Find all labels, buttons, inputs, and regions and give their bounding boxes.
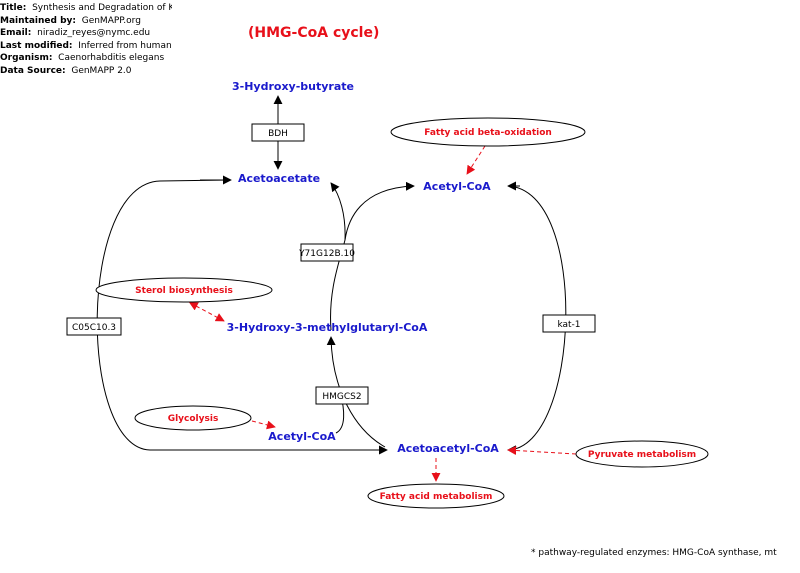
edge-c05c10-left-loop	[96, 179, 388, 455]
pathway-fatty-acid-metabolism[interactable]: Fatty acid metabolism	[367, 483, 505, 509]
pathway-glycolysis[interactable]: Glycolysis	[134, 405, 252, 431]
info-source-row: Data Source: GenMAPP 2.0	[0, 65, 132, 76]
edge-acetoacetyl-to-hmg	[326, 336, 386, 448]
pathway-label-glycolysis: Glycolysis	[168, 414, 219, 424]
pathway-label-fatty-acid: Fatty acid metabolism	[380, 492, 493, 502]
info-panel: Title: Synthesis and Degradation of Keto…	[0, 2, 172, 77]
pathway-sterol-biosynthesis[interactable]: Sterol biosynthesis	[95, 277, 273, 303]
gene-label-hmgcs2: HMGCS2	[322, 392, 361, 402]
edge-sterol-to-hmg	[188, 302, 225, 322]
pathway-fatty-acid-beta-oxidation[interactable]: Fatty acid beta-oxidation	[390, 117, 586, 147]
gene-label-kat1: kat-1	[557, 320, 580, 330]
edge-to-acetyl-coa-top	[344, 181, 415, 241]
edge-glycolysis-to-acetyl-coa	[251, 420, 276, 430]
info-modified-row: Last modified: Inferred from human u	[0, 40, 172, 51]
metabolite-acetyl-coa-top[interactable]: Acetyl-CoA	[423, 180, 491, 193]
footnote: * pathway-regulated enzymes: HMG-CoA syn…	[531, 548, 777, 558]
gene-label-bdh: BDH	[268, 129, 288, 139]
gene-box-bdh[interactable]: BDH	[251, 123, 305, 142]
metabolite-acetyl-coa-bottom[interactable]: Acetyl-CoA	[268, 430, 336, 443]
gene-label-c05c10-3: C05C10.3	[72, 323, 116, 333]
info-organism-row: Organism: Caenorhabditis elegans	[0, 53, 165, 63]
cycle-title: (HMG-CoA cycle)	[248, 25, 380, 41]
edge-beta-ox-to-acetyl-coa	[466, 145, 486, 175]
pathway-label-beta-oxidation: Fatty acid beta-oxidation	[424, 128, 552, 138]
edge-pyruvate-to-acetoacetyl	[507, 445, 577, 455]
gene-box-y71g12b10[interactable]: Y71G12B.10	[298, 243, 355, 262]
info-email-row: Email: niradiz_reyes@nymc.edu	[0, 28, 151, 38]
metabolite-hmg-coa[interactable]: 3-Hydroxy-3-methylglutaryl-CoA	[227, 321, 428, 334]
pathway-label-sterol: Sterol biosynthesis	[135, 286, 233, 296]
gene-label-y71g12b10: Y71G12B.10	[298, 249, 355, 259]
gene-box-c05c10-3[interactable]: C05C10.3	[66, 317, 122, 336]
gene-box-kat1[interactable]: kat-1	[542, 314, 596, 333]
edge-hmg-to-acetoacetate	[330, 182, 346, 331]
gene-box-hmgcs2[interactable]: HMGCS2	[315, 386, 369, 405]
metabolite-acetoacetyl-coa[interactable]: Acetoacetyl-CoA	[397, 442, 499, 455]
metabolite-hydroxybutyrate[interactable]: 3-Hydroxy-butyrate	[232, 80, 354, 93]
pathway-label-pyruvate: Pyruvate metabolism	[588, 450, 696, 460]
info-title-row: Title: Synthesis and Degradation of Keto…	[0, 3, 172, 13]
pathway-pyruvate-metabolism[interactable]: Pyruvate metabolism	[575, 440, 709, 468]
metabolite-acetoacetate[interactable]: Acetoacetate	[238, 172, 320, 185]
info-maintained-row: Maintained by: GenMAPP.org	[0, 15, 141, 26]
